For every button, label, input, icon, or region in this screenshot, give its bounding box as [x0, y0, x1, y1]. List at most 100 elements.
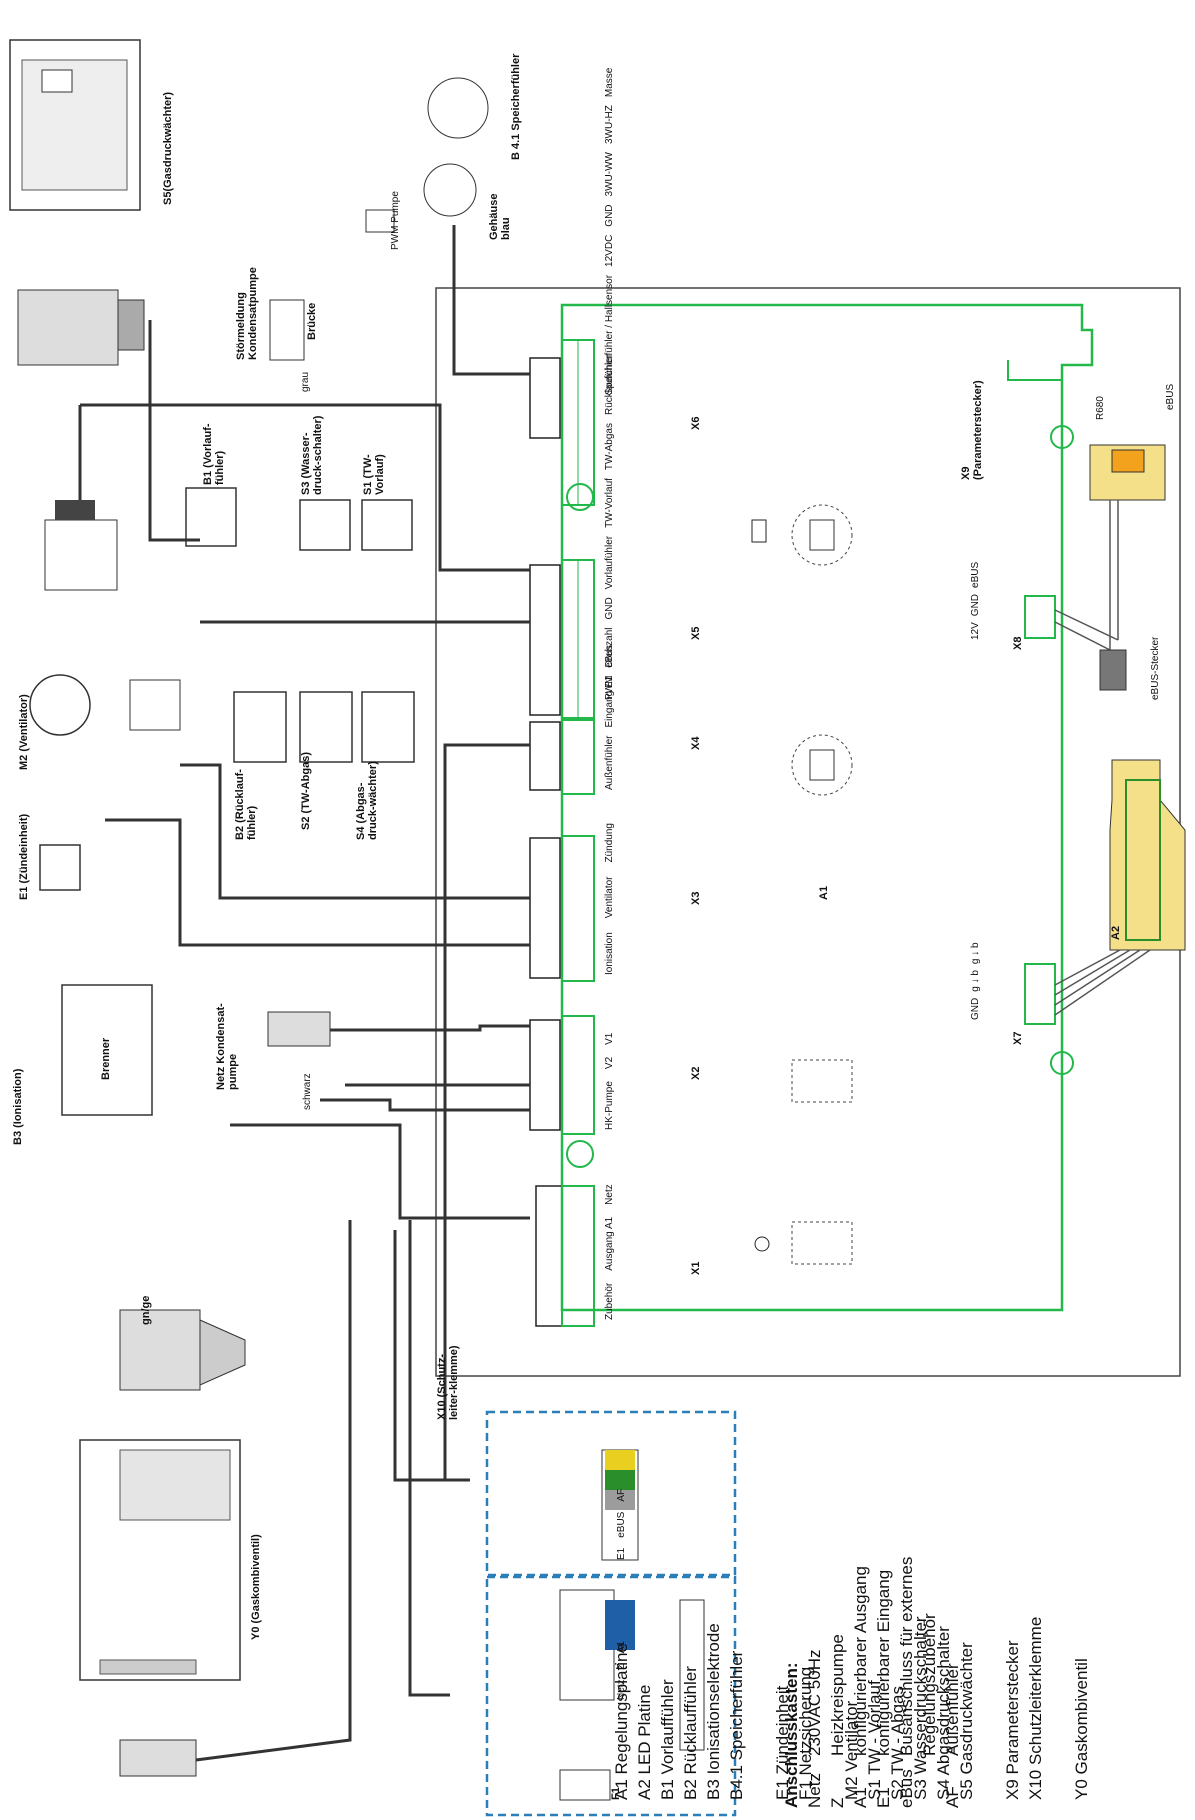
- x5-name: X5: [690, 626, 702, 640]
- anschlusskasten-text: Heizkreispumpe: [828, 1634, 847, 1756]
- wire: [180, 763, 530, 900]
- ebus-label: eBUS: [1165, 383, 1176, 410]
- x1-labels: ZubehörAusgang A1Netz: [604, 1172, 615, 1320]
- a1-label: A1: [818, 885, 830, 900]
- x2-name: X2: [690, 1066, 702, 1080]
- legend-item: B1 Vorlauffühler: [658, 1679, 677, 1800]
- pin-label: AF: [616, 1488, 627, 1502]
- pin-label: V2: [604, 1056, 615, 1070]
- connector-x8: [1024, 595, 1056, 639]
- m2-label: M2 (Ventilator): [18, 694, 30, 770]
- s1-label: S1 (TW-Vorlauf): [362, 454, 386, 495]
- pin-label: TW-Abgas: [604, 423, 615, 471]
- pin-label: Zündung: [604, 823, 615, 863]
- anschlusskasten-key: A1: [851, 1787, 870, 1808]
- anschlusskasten-text: Busanschluss für externes: [897, 1556, 916, 1756]
- gehaeuse-blau: [423, 163, 477, 217]
- s4-label: S4 (Abgas-druck-wächter): [355, 761, 379, 840]
- pwm-pump-plug: [365, 209, 395, 233]
- ventilator-connector: [44, 519, 118, 591]
- connector-x1: [535, 1185, 595, 1327]
- burner: [61, 984, 153, 1116]
- s3-label: S3 (Wasser-druck-schalter): [300, 415, 324, 495]
- x6-name: X6: [690, 416, 702, 430]
- x2-labels: HK-PumpeV2V1: [604, 1021, 615, 1130]
- wire: [105, 818, 530, 947]
- pin-label: GND: [970, 997, 981, 1020]
- x3-labels: IonisationVentilatorZündung: [604, 809, 615, 975]
- anschlusskasten-key: E1: [874, 1787, 893, 1808]
- brenner-label: Brenner: [100, 1037, 112, 1080]
- anschlusskasten-key: AF: [943, 1786, 962, 1808]
- x3-name: X3: [690, 891, 702, 905]
- f1-label: F1: [610, 1787, 622, 1800]
- legend-item: X9 Parameterstecker: [1003, 1640, 1022, 1800]
- pin-label: Z: [616, 1663, 627, 1670]
- legend-item: B2 Rücklauffühler: [681, 1666, 700, 1800]
- anschlusskasten-key: Netz: [805, 1773, 824, 1808]
- grau-label: grau: [300, 371, 311, 392]
- anschlusskasten-text: konfigurierbarer Eingang: [874, 1569, 893, 1756]
- sensor-symbol: [791, 504, 853, 566]
- legend-item: B4.1 Speicherfühler: [727, 1650, 746, 1800]
- anschlusskasten-key: Z: [828, 1797, 847, 1808]
- pin-label: Außenfühler: [604, 735, 615, 790]
- mount-hole: [566, 483, 594, 511]
- ebus-plug: [1099, 649, 1127, 691]
- pin-label: 12VDC: [604, 234, 615, 267]
- anschlusskasten-text: Regelungszubehör: [920, 1613, 939, 1756]
- mount-hole: [1050, 425, 1074, 449]
- netz-kondensat-label: Netz Kondensat-pumpe: [215, 1003, 239, 1090]
- pin-label: Eingang E1: [604, 675, 615, 728]
- legend-item: B3 Ionisationselektrode: [704, 1623, 723, 1800]
- wire: [452, 225, 530, 376]
- anschlusskasten-row: Regelungszubehör: [918, 1557, 941, 1808]
- anschlusskasten-text: konfigurierbarer Ausgang: [851, 1566, 870, 1756]
- b3-label: B3 (Ionisation): [12, 1068, 24, 1145]
- pin-label: 12V: [970, 622, 981, 640]
- s2-sensor: [299, 691, 353, 763]
- bruecke-label: Brücke: [306, 302, 318, 340]
- x8-labels: 12V GND eBUS: [970, 556, 981, 640]
- x7-labels: GNDg ↓ bg ↓ b: [970, 936, 981, 1020]
- pin-label: Ionisation: [604, 932, 615, 975]
- x6-labels: Speicherfühler / Hallsensor12VDCGND3WU-W…: [604, 60, 615, 395]
- pin-label: A1: [616, 1641, 627, 1654]
- fan-motor: [29, 674, 91, 736]
- gasvalve-terminal: [119, 1739, 197, 1777]
- anschlusskasten-text: 230VAC 50Hz: [805, 1649, 824, 1756]
- fan-plug: [129, 679, 181, 731]
- pin-label: GND: [970, 593, 981, 617]
- x4-labels: AußenfühlerEingang E1eBus: [604, 637, 615, 790]
- legend-item: Y0 Gaskombiventil: [1072, 1658, 1091, 1800]
- connector-x3: [529, 835, 595, 982]
- pin-label: Rücklaufühler: [604, 353, 615, 415]
- pin-label: V1: [604, 1032, 615, 1045]
- s2-label: S2 (TW-Abgas): [300, 752, 312, 830]
- b41-sensor: [427, 77, 489, 139]
- condensate-pump-plug: [269, 299, 305, 361]
- wire: [320, 1098, 530, 1112]
- pin-label: Netz: [616, 1679, 627, 1700]
- ebus-stecker-label: eBUS-Stecker: [1150, 636, 1161, 700]
- x7-name: X7: [1012, 1031, 1024, 1045]
- b2-sensor: [233, 691, 287, 763]
- gasvalve-plug: [119, 1309, 201, 1391]
- wire: [80, 403, 530, 572]
- a2-label: A2: [1110, 925, 1122, 940]
- pin-label: 3WU-WW: [604, 152, 615, 197]
- b1-sensor: [185, 487, 237, 547]
- power-icon: [754, 1236, 770, 1252]
- junction-box-right: [485, 1410, 737, 1577]
- pin-label: eBUS: [970, 561, 981, 588]
- pin-label: GND: [604, 597, 615, 620]
- pwm-pump-label: PWM Pumpe: [390, 191, 401, 250]
- legend-item: [748, 1616, 771, 1800]
- pcb-lower-notch: [1007, 360, 1062, 381]
- connector-x4: [529, 717, 595, 795]
- box-left-labels: Netz Z A1: [616, 1631, 627, 1700]
- mount-hole: [566, 1140, 594, 1168]
- gehaeuse-label: Gehäuse blau: [488, 193, 512, 240]
